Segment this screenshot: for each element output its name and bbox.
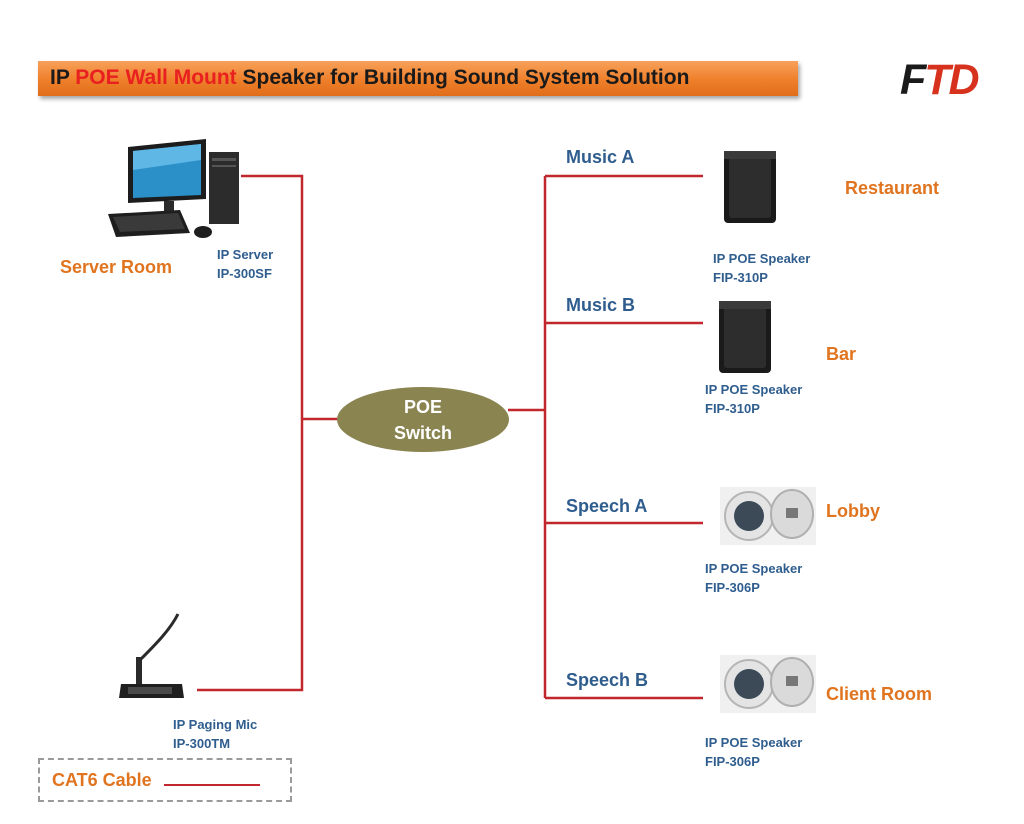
mic-model: IP-300TM — [173, 736, 231, 751]
room-label-client-room: Client Room — [826, 684, 932, 704]
speaker-model: FIP-306P — [705, 580, 760, 595]
mic-device-name: IP Paging Mic — [173, 717, 258, 732]
zone-label-speech-a: Speech A — [566, 496, 648, 516]
speaker-model: FIP-306P — [705, 754, 760, 769]
room-label-lobby: Lobby — [826, 501, 880, 521]
poe-switch: POE Switch — [337, 387, 509, 452]
room-label-restaurant: Restaurant — [845, 178, 940, 198]
speaker-label-speech-a: IP POE Speaker FIP-306P — [705, 559, 802, 597]
speaker-label-speech-b: IP POE Speaker FIP-306P — [705, 733, 802, 771]
ftd-logo: FTD — [900, 56, 980, 105]
speaker-device-name: IP POE Speaker — [705, 382, 803, 397]
speaker-label-music-b: IP POE Speaker FIP-310P — [705, 380, 802, 418]
zone-label-music-b: Music B — [566, 295, 636, 315]
server-model: IP-300SF — [217, 266, 272, 281]
title-highlight: POE Wall Mount — [75, 66, 237, 89]
zone-label-speech-b: Speech B — [566, 670, 649, 690]
logo-td: TD — [924, 56, 979, 104]
switch-line2: Switch — [393, 422, 452, 443]
speaker-device-name: IP POE Speaker — [705, 735, 803, 750]
page-title: IP POE Wall Mount Speaker for Building S… — [50, 66, 689, 90]
server-room-label: Server Room — [60, 257, 173, 277]
speaker-model: FIP-310P — [705, 401, 760, 416]
server-device-label: IP Server IP-300SF — [217, 245, 273, 283]
server-device-name: IP Server — [217, 247, 274, 262]
zone-label-music-a: Music A — [566, 147, 635, 167]
speaker-device-name: IP POE Speaker — [705, 561, 803, 576]
legend-label: CAT6 Cable — [52, 770, 152, 790]
speaker-label-music-a: IP POE Speaker FIP-310P — [713, 249, 810, 287]
logo-f: F — [900, 56, 926, 104]
legend: CAT6 Cable — [38, 758, 292, 802]
title-suffix: Speaker for Building Sound System Soluti… — [236, 66, 690, 89]
speaker-device-name: IP POE Speaker — [713, 251, 811, 266]
switch-line1: POE — [403, 396, 442, 417]
legend-cable-sample — [164, 784, 260, 786]
mic-device-label: IP Paging Mic IP-300TM — [173, 715, 257, 753]
title-prefix: IP — [50, 66, 76, 89]
title-bar: IP POE Wall Mount Speaker for Building S… — [38, 61, 798, 96]
speaker-model: FIP-310P — [713, 270, 768, 285]
server-cable — [197, 174, 304, 692]
room-label-bar: Bar — [826, 344, 857, 364]
